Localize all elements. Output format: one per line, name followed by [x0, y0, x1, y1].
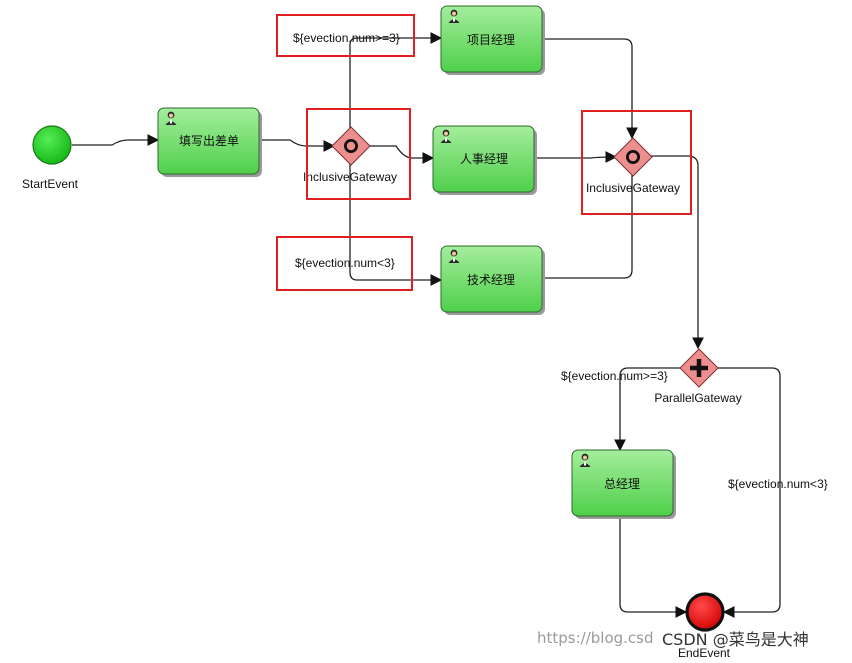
end-event-circle — [685, 592, 725, 632]
highlight-box-pm-condition — [276, 14, 415, 57]
task-box — [440, 245, 543, 313]
highlight-boxes — [276, 14, 692, 291]
flow-start-to-fill[interactable] — [72, 134, 160, 146]
task-box — [157, 107, 260, 175]
flow-fill-to-inc1[interactable] — [260, 139, 336, 152]
gateway-diamond — [331, 126, 371, 166]
gateway-label: ParallelGateway — [654, 391, 741, 405]
flow-inc1-to-hr[interactable] — [368, 145, 435, 164]
flow-hr-to-inc2[interactable] — [537, 151, 618, 163]
condition-label-pm: ${evection.num>=3} — [293, 31, 400, 45]
flow-tech-to-inc2[interactable] — [542, 174, 633, 279]
task-box — [440, 5, 543, 73]
flow-inc2-to-par1[interactable] — [650, 155, 704, 350]
task-label: 总经理 — [604, 477, 640, 491]
inclusive-circle-icon — [343, 138, 358, 153]
task-label: 填写出差单 — [179, 134, 239, 148]
highlight-box-tech-condition — [276, 236, 413, 291]
task-tech-manager[interactable]: 技术经理 — [440, 245, 545, 315]
flow-inc1-to-pm[interactable] — [349, 32, 443, 128]
task-fill-form[interactable]: 填写出差单 — [157, 107, 262, 177]
task-general-manager[interactable]: 总经理 — [571, 449, 676, 519]
end-event-label: EndEvent — [678, 646, 731, 660]
task-box — [571, 449, 674, 517]
flow-pm-to-inc2[interactable] — [542, 38, 638, 140]
flow-par1-to-gm[interactable] — [614, 367, 682, 452]
flow-inc1-to-tech[interactable] — [349, 164, 443, 286]
watermark-brand: CSDN @菜鸟是大神 — [662, 630, 809, 649]
gateway-label: InclusiveGateway — [586, 181, 680, 195]
highlight-box-inclusive-join — [581, 110, 692, 215]
task-project-manager[interactable]: 项目经理 — [440, 5, 545, 75]
task-hr-manager[interactable]: 人事经理 — [432, 125, 537, 195]
highlight-box-inclusive-split — [306, 108, 411, 200]
flow-par1-to-end[interactable] — [716, 367, 781, 618]
parallel-gateway[interactable] — [679, 348, 719, 388]
start-event[interactable] — [32, 125, 72, 165]
task-label: 人事经理 — [460, 152, 508, 166]
task-label: 技术经理 — [467, 273, 515, 287]
gateway-label: InclusiveGateway — [303, 170, 397, 184]
plus-icon — [690, 359, 708, 377]
sequence-flows — [72, 32, 781, 618]
start-event-circle — [32, 125, 72, 165]
condition-label-tech: ${evection.num<3} — [295, 256, 395, 270]
condition-label-end: ${evection.num<3} — [728, 477, 828, 491]
condition-label-gm: ${evection.num>=3} — [561, 369, 668, 383]
gateway-diamond — [613, 137, 653, 177]
inclusive-circle-icon — [626, 149, 641, 164]
task-label: 项目经理 — [467, 33, 515, 47]
inclusive-gateway-join[interactable] — [613, 137, 653, 177]
end-event[interactable] — [685, 592, 725, 632]
task-box — [432, 125, 535, 193]
watermark-url: https://blog.csd — [537, 629, 654, 647]
inclusive-gateway-split[interactable] — [331, 126, 371, 166]
flow-gm-to-end[interactable] — [619, 517, 688, 618]
start-event-label: StartEvent — [22, 177, 79, 191]
